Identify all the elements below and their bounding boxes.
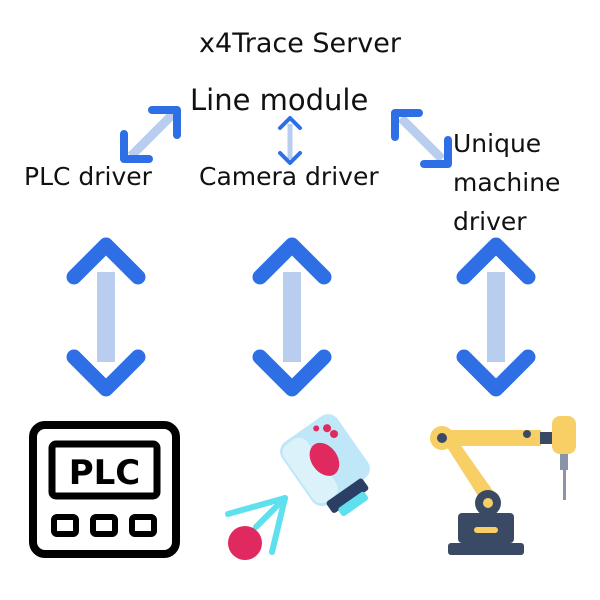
unique-vertical-arrow-icon (456, 237, 536, 397)
line-module-label: Line module (190, 83, 369, 117)
unique-machine-driver-label: Unique machine driver (453, 124, 593, 241)
unique-driver-line-2: machine (453, 168, 561, 197)
plc-device-icon: PLC (29, 421, 180, 558)
unique-link-arrow-icon (391, 109, 452, 168)
camera-link-arrow-icon (278, 116, 302, 165)
camera-vertical-arrow-icon (252, 237, 332, 397)
camera-driver-label: Camera driver (199, 162, 379, 191)
plc-link-arrow-icon (120, 106, 181, 163)
camera-scanner-icon (225, 414, 370, 560)
unique-driver-line-1: Unique (453, 129, 542, 158)
plc-driver-label: PLC driver (24, 162, 152, 191)
plc-vertical-arrow-icon (66, 237, 146, 397)
unique-driver-line-3: driver (453, 207, 527, 236)
robot-arm-icon (430, 416, 576, 555)
plc-screen-label: PLC (69, 453, 141, 493)
diagram-title: x4Trace Server (199, 28, 401, 59)
